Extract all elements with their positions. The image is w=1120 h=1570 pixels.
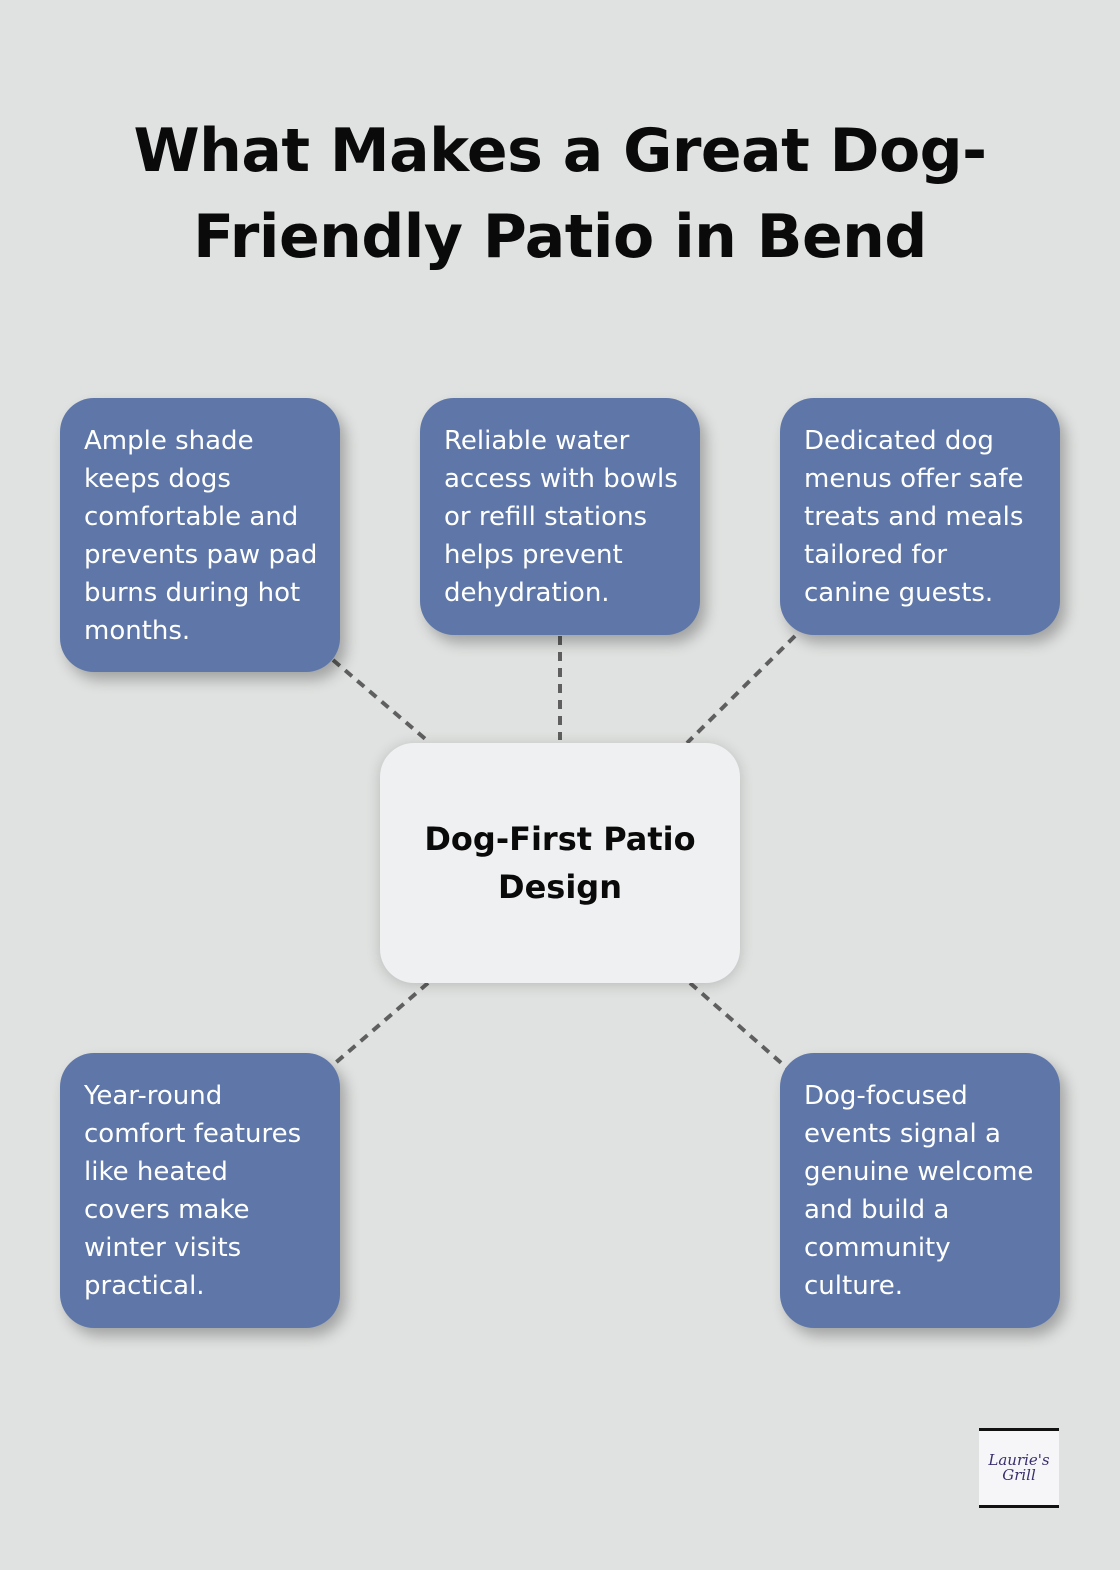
logo-line-1: Laurie's — [988, 1451, 1050, 1469]
node-events: Dog-focused events signal a genuine welc… — [780, 1053, 1060, 1328]
connector-shade — [331, 658, 432, 745]
title-line-2: Friendly Patio in Bend — [193, 202, 927, 272]
connector-menus — [685, 634, 797, 745]
node-water: Reliable water access with bowls or refi… — [420, 398, 700, 635]
center-node: Dog-First Patio Design — [380, 743, 740, 983]
brand-logo: Laurie's Grill — [979, 1428, 1059, 1508]
node-comfort-text: Year-round comfort features like heated … — [84, 1081, 302, 1301]
page-title: What Makes a Great Dog- Friendly Patio i… — [0, 108, 1120, 280]
node-water-text: Reliable water access with bowls or refi… — [444, 426, 678, 608]
center-line-2: Design — [498, 868, 622, 906]
node-events-text: Dog-focused events signal a genuine welc… — [804, 1081, 1034, 1301]
node-menus: Dedicated dog menus offer safe treats an… — [780, 398, 1060, 635]
node-menus-text: Dedicated dog menus offer safe treats an… — [804, 426, 1024, 608]
node-shade: Ample shade keeps dogs comfortable and p… — [60, 398, 340, 672]
connector-events — [688, 981, 789, 1070]
center-line-1: Dog-First Patio — [424, 820, 696, 858]
node-comfort: Year-round comfort features like heated … — [60, 1053, 340, 1328]
logo-line-2: Grill — [1002, 1466, 1036, 1484]
title-line-1: What Makes a Great Dog- — [133, 116, 987, 186]
connector-comfort — [331, 981, 430, 1067]
node-shade-text: Ample shade keeps dogs comfortable and p… — [84, 426, 318, 646]
